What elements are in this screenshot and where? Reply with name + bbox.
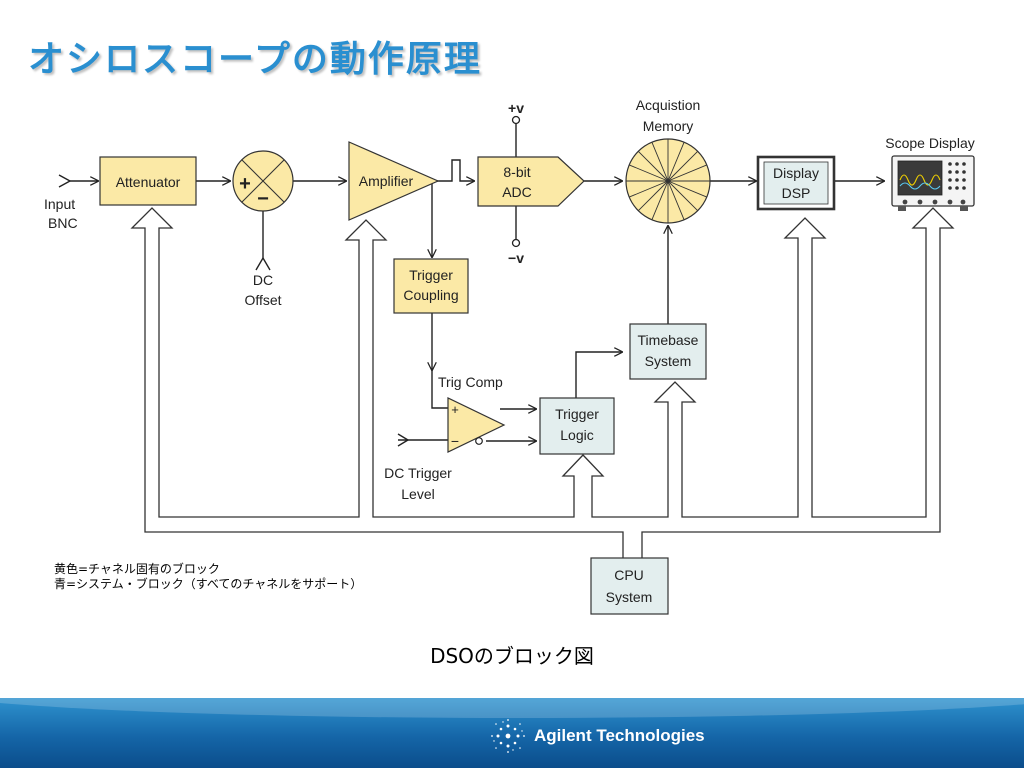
signal-wires [58, 122, 884, 441]
dc-trigger-level-line2: Level [401, 486, 434, 502]
acquisition-memory-wheel [625, 138, 711, 224]
dso-block-diagram: Attenuator + − Amplifier 8-bit ADC Displ… [44, 97, 975, 615]
trigger-logic-line2: Logic [560, 427, 593, 443]
footer-bar: Agilent Technologies [0, 698, 1024, 768]
comp-plus-sign: + [451, 402, 459, 417]
plus-v-terminal [511, 115, 521, 125]
footer-swoosh [0, 698, 1024, 718]
scope-display-label: Scope Display [885, 135, 975, 151]
cpu-line1: CPU [614, 567, 644, 583]
amplifier-label: Amplifier [359, 173, 414, 189]
dc-offset-line2: Offset [244, 292, 281, 308]
acq-memory-line2: Memory [643, 118, 694, 134]
display-dsp-block: Display DSP [756, 155, 836, 211]
display-dsp-line1: Display [773, 165, 819, 181]
trigger-comparator: + − [447, 397, 506, 453]
agilent-spark-icon [491, 719, 525, 753]
dc-offset-line1: DC [253, 272, 273, 288]
adc-block: 8-bit ADC [477, 156, 585, 207]
brand-name: Agilent Technologies [534, 726, 705, 745]
cpu-system-block: CPU System [590, 557, 669, 615]
plus-v-label: +v [508, 100, 524, 116]
trigger-coupling-line1: Trigger [409, 267, 453, 283]
attenuator-block: Attenuator [99, 156, 197, 206]
acq-memory-line1: Acquistion [636, 97, 701, 113]
cpu-bus [130, 207, 955, 558]
trigger-logic-block: Trigger Logic [539, 397, 615, 455]
trig-comp-label: Trig Comp [438, 374, 503, 390]
brand-logo: Agilent Technologies [490, 716, 705, 756]
trigger-coupling-line2: Coupling [403, 287, 458, 303]
legend-yellow: 黄色=チャネル固有のブロック [54, 562, 220, 576]
trigger-coupling-block: Trigger Coupling [393, 258, 469, 314]
timebase-line2: System [645, 353, 692, 369]
dc-trigger-level-line1: DC Trigger [384, 465, 452, 481]
timebase-line1: Timebase [638, 332, 699, 348]
comp-minus-sign: − [451, 433, 459, 449]
mixer-plus-sign: + [239, 173, 251, 195]
offset-mixer: + − [232, 150, 294, 212]
mixer-minus-sign: − [257, 188, 269, 210]
adc-label-line1: 8-bit [503, 164, 530, 180]
minus-v-terminal [511, 238, 521, 248]
attenuator-label: Attenuator [116, 174, 181, 190]
cpu-line2: System [606, 589, 653, 605]
adc-label-line2: ADC [502, 184, 532, 200]
timebase-block: Timebase System [629, 323, 707, 380]
color-legend: 黄色=チャネル固有のブロック 青=システム・ブロック（すべてのチャネルをサポート… [54, 562, 362, 592]
dc-trigger-input-chevron [397, 433, 410, 447]
scope-display-icon [891, 155, 975, 211]
slide-title: オシロスコープの動作原理 [28, 39, 482, 80]
amplifier-block: Amplifier [348, 141, 440, 221]
trigger-logic-line1: Trigger [555, 406, 599, 422]
display-dsp-line2: DSP [782, 185, 811, 201]
minus-v-label: −v [508, 250, 524, 266]
input-bnc-line2: BNC [48, 215, 78, 231]
figure-caption: DSOのブロック図 [430, 644, 594, 668]
input-bnc-line1: Input [44, 196, 75, 212]
legend-blue: 青=システム・ブロック（すべてのチャネルをサポート） [54, 577, 363, 591]
